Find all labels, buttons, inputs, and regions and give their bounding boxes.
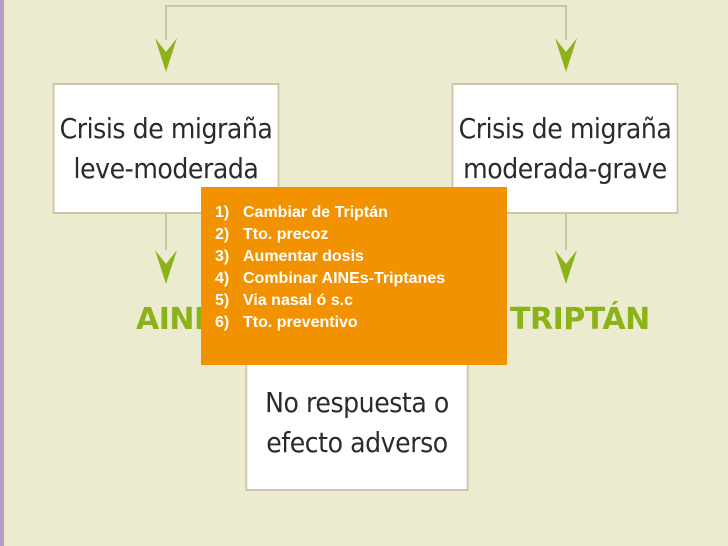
arrow-down-left-top xyxy=(155,38,177,72)
list-item: 4) Combinar AINEs-Triptanes xyxy=(215,268,507,290)
list-item-number: 3) xyxy=(215,248,230,265)
box-mild-moderate-line2: leve-moderada xyxy=(73,151,259,185)
box-no-response-line2: efecto adverso xyxy=(266,426,448,459)
left-edge-bar xyxy=(0,0,4,546)
list-item-number: 5) xyxy=(215,292,230,309)
recommendations-list: 1) Cambiar de Triptán 2) Tto. precoz 3) Aum… xyxy=(215,202,507,334)
list-item: 3) Aumentar dosis xyxy=(215,246,507,268)
box-moderate-severe-line2: moderada-grave xyxy=(463,151,667,185)
list-item-number: 1) xyxy=(215,204,230,221)
box-moderate-severe-line1: Crisis de migraña xyxy=(458,111,672,145)
top-bracket-line xyxy=(165,5,567,40)
list-item: 6) Tto. preventivo xyxy=(215,312,507,334)
list-item-number: 4) xyxy=(215,270,230,287)
box-no-response-line1: No respuesta o xyxy=(265,386,449,419)
recommendations-box: 1) Cambiar de Triptán 2) Tto. precoz 3) Aum… xyxy=(201,187,507,365)
list-item-number: 6) xyxy=(215,314,230,331)
box-no-response: No respuesta o efecto adverso xyxy=(245,355,469,491)
list-item-text: Via nasal ó s.c xyxy=(243,292,353,309)
list-item-text: Combinar AINEs-Triptanes xyxy=(243,270,446,287)
arrow-down-right-mid xyxy=(555,250,577,284)
list-item-text: Tto. precoz xyxy=(243,226,329,243)
list-item: 5) Via nasal ó s.c xyxy=(215,290,507,312)
arrow-down-right-top xyxy=(555,38,577,72)
label-triptan: TRIPTÁN xyxy=(510,302,650,337)
list-item: 2) Tto. precoz xyxy=(215,224,507,246)
box-mild-moderate-line1: Crisis de migraña xyxy=(59,111,273,145)
list-item-text: Aumentar dosis xyxy=(243,248,364,265)
list-item: 1) Cambiar de Triptán xyxy=(215,202,507,224)
list-item-number: 2) xyxy=(215,226,230,243)
arrow-down-left-mid xyxy=(155,250,177,284)
box-moderate-severe: Crisis de migraña moderada-grave xyxy=(451,83,679,214)
list-item-text: Cambiar de Triptán xyxy=(243,204,388,221)
list-item-text: Tto. preventivo xyxy=(243,314,358,331)
